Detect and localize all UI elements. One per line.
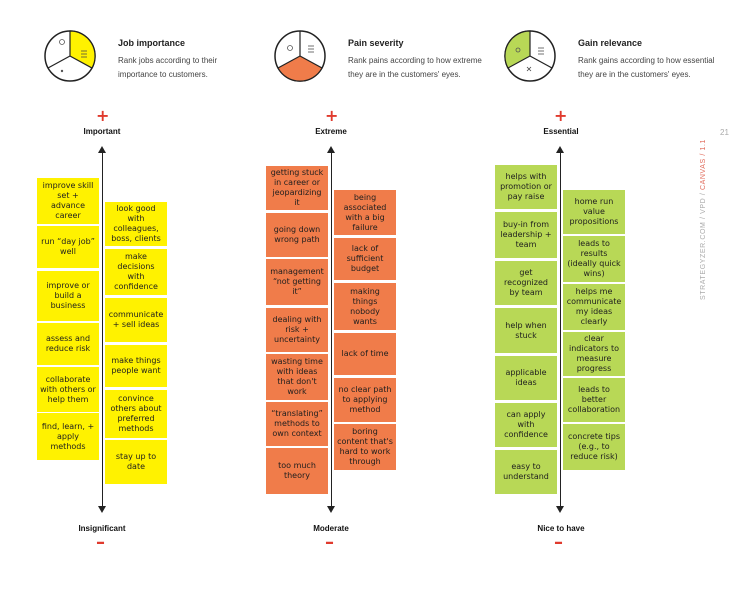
sticky-note: clear indicators to measure progress [563,332,625,376]
sticky-note: look good with colleagues, boss, clients [105,202,167,246]
plus-icon: + [554,106,568,125]
column-bottom-label: Moderate [313,524,349,533]
sticky-note: lack of time [334,333,396,375]
sticky-note: “translating” methods to own context [266,402,328,446]
sticky-note: collaborate with others or help them [37,367,99,412]
column-top-label: Important [83,127,121,136]
arrow-down-icon [98,506,106,513]
sticky-note: buy-in from leadership + team [495,212,557,258]
header-description: Rank jobs according to their importance … [118,56,218,79]
header-title: Gain relevance [578,38,643,48]
header-title: Job importance [118,38,186,48]
sticky-note: can apply with confidence [495,403,557,447]
sticky-note: improve or build a business [37,271,99,321]
minus-icon: – [96,532,105,553]
header-pain-severity: Pain severity Rank pains according to ho… [270,0,500,110]
header-description: Rank pains according to how extreme they… [348,56,482,79]
sticky-note: making things nobody wants [334,283,396,330]
sticky-note: assess and reduce risk [37,323,99,365]
sticky-note: improve skill set + advance career [37,178,99,224]
sticky-note: easy to understand [495,450,557,494]
sticky-note: applicable ideas [495,356,557,400]
column-bottom-label: Nice to have [537,524,585,533]
sticky-note: management “not getting it” [266,259,328,305]
pain-severity-icon [274,30,326,82]
arrow-down-icon [327,506,335,513]
sticky-note: leads to better collaboration [563,378,625,422]
sticky-note: concrete tips (e.g., to reduce risk) [563,424,625,470]
page-number: 21 [720,128,729,137]
sticky-note: get recognized by team [495,261,557,305]
sticky-note: help when stuck [495,308,557,353]
sticky-note: run “day job” well [37,226,99,268]
sticky-note: home run value propositions [563,190,625,234]
sidebar-credit-highlight: CANVAS / 1.1 [700,139,707,191]
minus-icon: – [554,532,563,553]
sticky-note: leads to results (ideally quick wins) [563,236,625,282]
sticky-note: make decisions with confidence [105,249,167,295]
sticky-note: boring content that's hard to work throu… [334,424,396,470]
sidebar-credit-prefix: STRATEGYZER.COM / VPD / [700,190,707,300]
header-job-importance: Job importance Rank jobs according to th… [40,0,270,110]
plus-icon: + [96,106,110,125]
arrow-down-icon [556,506,564,513]
sticky-note: dealing with risk + uncertainty [266,308,328,352]
sticky-note: helps with promotion or pay raise [495,165,557,209]
sticky-note: going down wrong path [266,213,328,257]
sticky-note: stay up to date [105,440,167,484]
column-top-label: Essential [543,127,579,136]
column-bottom-label: Insignificant [78,524,126,533]
sidebar-credit: STRATEGYZER.COM / VPD / CANVAS / 1.1 [700,139,707,300]
sticky-note: communicate + sell ideas [105,298,167,342]
gain-relevance-icon [504,30,556,82]
axis-line [102,150,103,508]
sticky-note: helps me communicate my ideas clearly [563,284,625,330]
sticky-note: wasting time with ideas that don't work [266,354,328,400]
sticky-note: find, learn, + apply methods [37,413,99,460]
sticky-note: no clear path to applying method [334,378,396,422]
sticky-note: make things people want [105,345,167,387]
job-importance-icon [44,30,96,82]
header-gain-relevance: Gain relevance Rank gains according to h… [500,0,730,110]
axis-line [331,150,332,508]
minus-icon: – [325,532,334,553]
header-description: Rank gains according to how essential th… [578,56,715,79]
sticky-note: too much theory [266,448,328,494]
arrow-up-icon [98,146,106,153]
plus-icon: + [325,106,339,125]
arrow-up-icon [327,146,335,153]
sticky-note: being associated with a big failure [334,190,396,235]
sticky-note: getting stuck in career or jeopardizing … [266,166,328,210]
column-top-label: Extreme [315,127,347,136]
sticky-note: convince others about preferred methods [105,390,167,438]
header-title: Pain severity [348,38,404,48]
arrow-up-icon [556,146,564,153]
axis-line [560,150,561,508]
sticky-note: lack of sufficient budget [334,238,396,280]
